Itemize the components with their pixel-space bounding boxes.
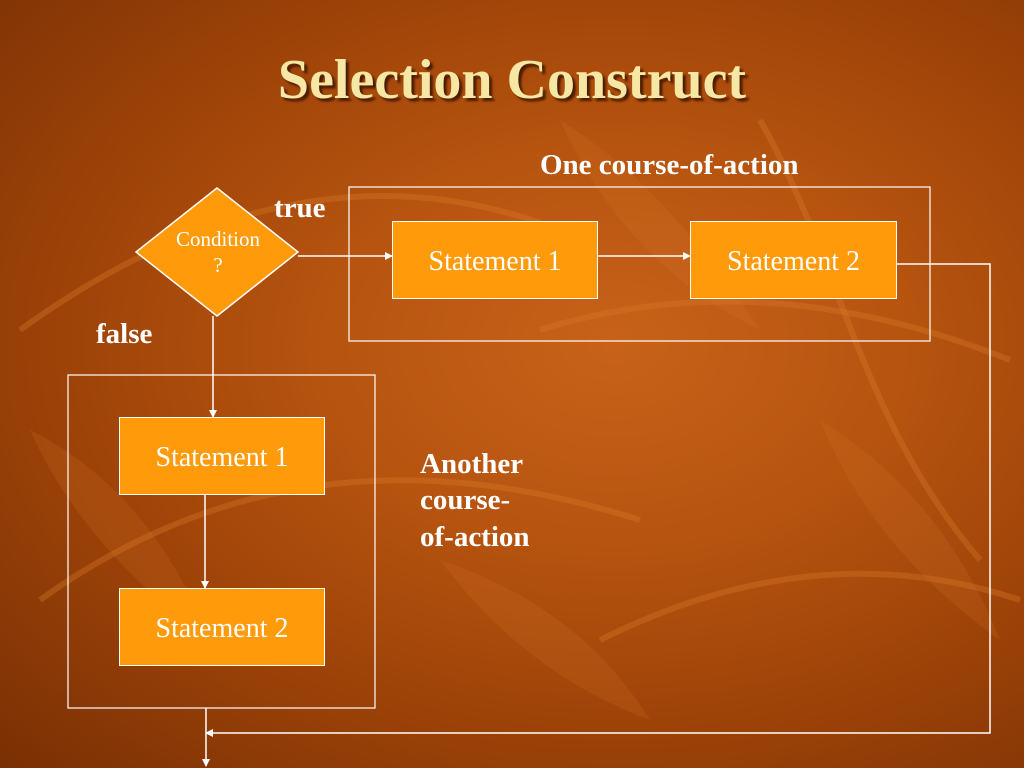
true-statement-2-box: Statement 2 [690, 221, 897, 299]
true-label: true [274, 192, 326, 224]
false-statement-2-box: Statement 2 [119, 588, 325, 666]
true-branch-merge-line [205, 263, 991, 737]
condition-diamond [134, 187, 300, 317]
condition-label-line2: ? [213, 253, 223, 278]
one-course-of-action-label: One course-of-action [540, 149, 799, 181]
condition-label: Condition ? [154, 226, 282, 279]
another-course-line1: Another [420, 448, 524, 480]
another-course-of-action-label: Another course- of-action [420, 446, 530, 555]
false-branch-group-frame [67, 374, 376, 709]
another-course-line3: of-action [420, 520, 530, 553]
false-label: false [96, 318, 153, 350]
condition-label-line1: Condition [175, 227, 260, 251]
slide-title: Selection Construct [277, 49, 747, 111]
false-statement-1-box: Statement 1 [119, 417, 325, 495]
another-course-line2: course- [420, 484, 511, 517]
true-statement-1-box: Statement 1 [392, 221, 598, 299]
